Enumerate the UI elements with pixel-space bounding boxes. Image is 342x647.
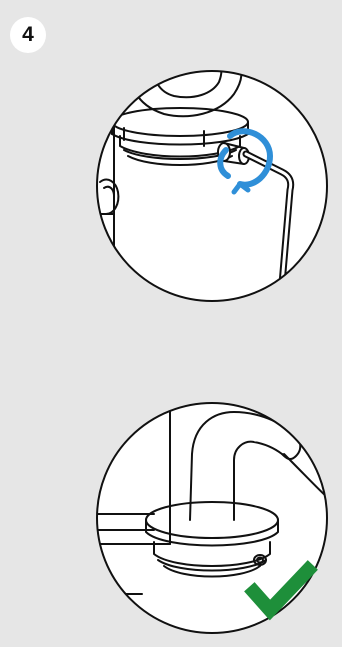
- step-number-badge: 4: [10, 17, 46, 53]
- step-number: 4: [22, 23, 34, 47]
- hex-key-tighten-illustration: [94, 64, 328, 310]
- installed-result-illustration: [94, 394, 328, 642]
